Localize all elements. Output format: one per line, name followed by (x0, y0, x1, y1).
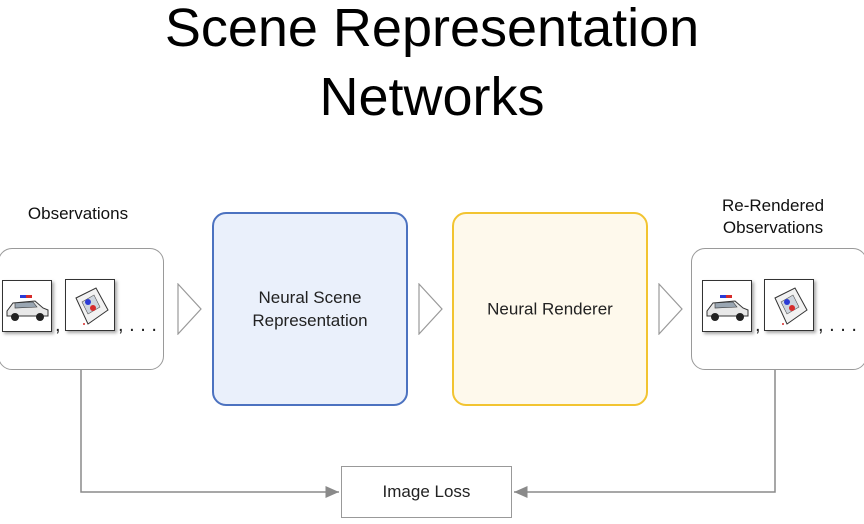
encoder-line-2: Representation (252, 311, 368, 330)
police-car-side-icon (702, 280, 752, 332)
chevron-right-icon (418, 283, 443, 335)
rerendered-observations-label: Re-Rendered Observations (690, 195, 856, 239)
rerendered-to-loss-line (514, 370, 776, 498)
observations-separator: , (55, 314, 61, 336)
renderer-label: Neural Renderer (487, 299, 613, 319)
image-loss-label: Image Loss (382, 482, 471, 501)
observations-label: Observations (27, 204, 129, 223)
title-line-1: Scene Representation (164, 0, 700, 58)
police-car-top-icon (65, 279, 115, 331)
observations-ellipsis: , . . . (118, 314, 157, 336)
observations-box: , , . . . (0, 248, 164, 370)
police-car-side-icon (2, 280, 52, 332)
observations-to-loss-line (80, 370, 339, 498)
image-loss-box: Image Loss (341, 466, 512, 518)
rerendered-label-line-1: Re-Rendered (721, 196, 825, 215)
neural-renderer-box: Neural Renderer (452, 212, 648, 406)
chevron-right-icon (658, 283, 683, 335)
encoder-line-1: Neural Scene (258, 288, 362, 307)
rerendered-ellipsis: , . . . (818, 314, 857, 336)
rerendered-separator: , (755, 314, 761, 336)
neural-scene-representation-box: Neural Scene Representation (212, 212, 408, 406)
title-line-2: Networks (319, 67, 545, 127)
rerendered-label-line-2: Observations (722, 218, 824, 237)
chevron-right-icon (177, 283, 202, 335)
police-car-top-icon (764, 279, 814, 331)
rerendered-observations-box: , , . . . (691, 248, 864, 370)
